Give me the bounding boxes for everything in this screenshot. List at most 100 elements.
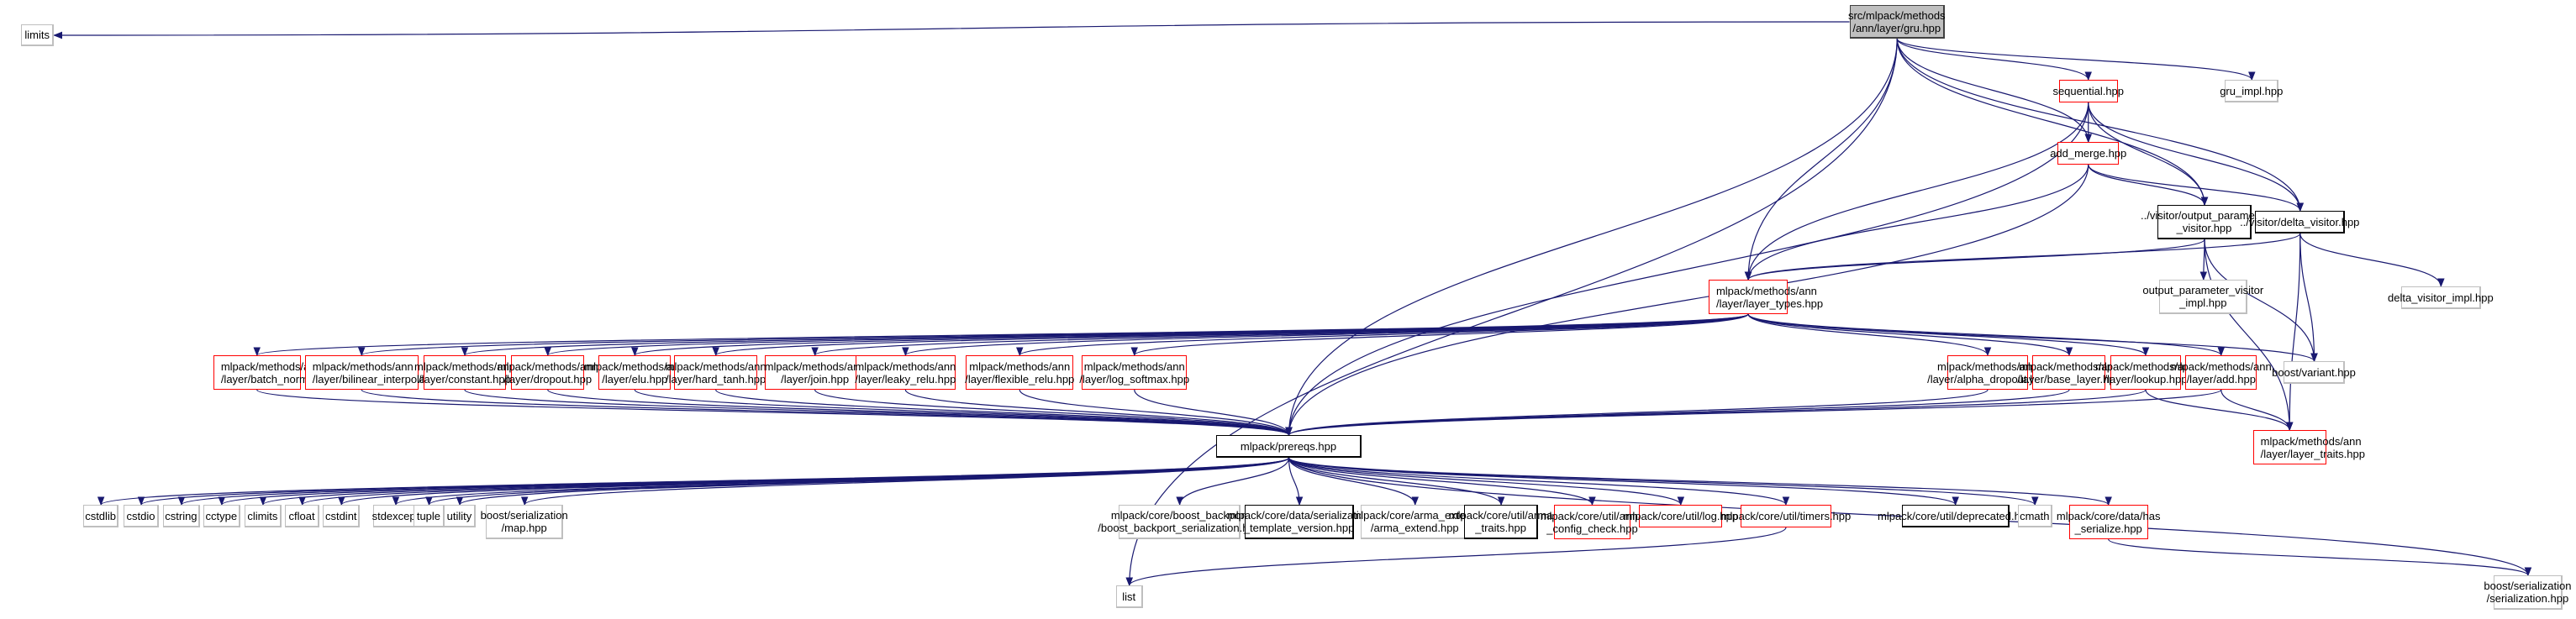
node-cmath: cmath <box>2017 505 2053 527</box>
edge-layer_types-to-base_layer <box>1747 313 2073 357</box>
edges-layer <box>53 21 2532 587</box>
node-output-parameter-visitor[interactable]: ../visitor/output_parameter _visitor.hpp <box>2141 205 2268 239</box>
node-batch-norm[interactable]: mlpack/methods/ann /layer/batch_norm.hpp <box>213 355 329 390</box>
edge-timers-to-list <box>1125 527 1787 587</box>
edge-sequential-to-layer_types <box>1744 102 2089 281</box>
edge-alpha_dropout-to-prereqs <box>1285 389 1989 437</box>
edge-elu-to-prereqs <box>634 389 1293 437</box>
edge-prereqs-to-utility <box>456 457 1290 506</box>
edge-base_layer-to-prereqs <box>1285 389 2070 437</box>
node-join[interactable]: mlpack/methods/ann /layer/join.hpp <box>765 355 866 390</box>
node-layer-types[interactable]: mlpack/methods/ann /layer/layer_types.hp… <box>1708 280 1823 314</box>
edge-sequential-to-delta_visitor <box>2088 102 2305 212</box>
node-delta-visitor-impl: delta_visitor_impl.hpp <box>2388 286 2494 309</box>
node-cfloat: cfloat <box>284 505 320 527</box>
node-boost-backport-serialization: mlpack/core/boost_backport /boost_backpo… <box>1098 505 1261 539</box>
edge-layer_types-to-hard_tanh <box>712 313 1749 357</box>
edge-prereqs-to-arma_extend <box>1288 457 1420 506</box>
node-leaky-relu[interactable]: mlpack/methods/ann /layer/leaky_relu.hpp <box>855 355 956 390</box>
node-dropout[interactable]: mlpack/methods/ann /layer/dropout.hpp <box>498 355 598 390</box>
edge-gru-to-add_merge <box>1896 38 2093 144</box>
edge-prereqs-to-deprecated <box>1288 457 1959 506</box>
node-tuple: tuple <box>414 505 445 527</box>
edge-constant-to-prereqs <box>464 389 1293 437</box>
edge-prereqs-to-cstdint <box>338 457 1290 506</box>
edge-add_merge-to-output_visitor <box>2088 164 2209 207</box>
node-arma-traits[interactable]: mlpack/core/util/arma _traits.hpp <box>1449 505 1552 539</box>
edge-sequential-to-output_visitor <box>2088 102 2209 207</box>
node-climits: climits <box>244 505 282 527</box>
edge-gru-to-prereqs <box>1285 38 1898 437</box>
node-cstring: cstring <box>162 505 200 527</box>
edge-add_merge-to-delta_visitor <box>2088 164 2304 212</box>
node-bilinear-interpolation[interactable]: mlpack/methods/ann /layer/bilinear_inter… <box>304 355 464 390</box>
edge-output_visitor-to-layer_traits <box>2204 239 2294 432</box>
edge-hard_tanh-to-prereqs <box>715 389 1293 437</box>
node-deprecated[interactable]: mlpack/core/util/deprecated.hpp <box>1878 505 2032 527</box>
edge-add_merge-to-prereqs <box>1285 164 2089 437</box>
node-flexible-relu[interactable]: mlpack/methods/ann /layer/flexible_relu.… <box>965 355 1074 390</box>
node-log-softmax[interactable]: mlpack/methods/ann /layer/log_softmax.hp… <box>1079 355 1189 390</box>
edge-prereqs-to-arma_traits <box>1288 457 1505 506</box>
edge-add-to-layer_traits <box>2220 389 2294 432</box>
edge-layer_types-to-leaky_relu <box>902 313 1749 357</box>
edge-gru-to-list <box>1125 38 1898 587</box>
edge-dropout-to-prereqs <box>547 389 1293 437</box>
edge-layer_types-to-join <box>811 313 1749 357</box>
node-delta-visitor[interactable]: ../visitor/delta_visitor.hpp <box>2240 211 2359 233</box>
edge-log_softmax-to-prereqs <box>1134 389 1293 437</box>
edge-delta_visitor-to-variant <box>2299 233 2318 363</box>
node-cctype: cctype <box>203 505 240 527</box>
edge-sequential-to-prereqs <box>1285 102 2089 437</box>
edge-layer_types-to-dropout <box>544 313 1749 357</box>
node-sequential[interactable]: sequential.hpp <box>2052 80 2124 102</box>
edge-gru-to-delta_visitor <box>1896 38 2305 212</box>
edge-gru-to-limits <box>53 21 1850 39</box>
edge-leaky_relu-to-prereqs <box>904 389 1293 437</box>
edge-layer_types-to-flexible_relu <box>1016 313 1749 357</box>
edge-prereqs-to-ser_template <box>1288 457 1304 506</box>
edge-layer_types-to-batch_norm <box>254 313 1749 357</box>
node-gru-impl: gru_impl.hpp <box>2220 80 2283 102</box>
node-boost-serialization-map: boost/serialization /map.hpp <box>481 505 568 539</box>
edge-gru-to-layer_types <box>1744 38 1898 281</box>
node-arma-config-check[interactable]: mlpack/core/util/arma _config_check.hpp <box>1541 505 1644 539</box>
node-timers[interactable]: mlpack/core/util/timers.hpp <box>1721 505 1851 527</box>
node-lookup[interactable]: mlpack/methods/ann /layer/lookup.hpp <box>2095 355 2196 390</box>
edge-layer_types-to-variant <box>1747 313 2318 363</box>
node-add-merge[interactable]: add_merge.hpp <box>2050 142 2126 165</box>
node-hard-tanh[interactable]: mlpack/methods/ann /layer/hard_tanh.hpp <box>666 355 766 390</box>
edge-layer_types-to-log_softmax <box>1130 313 1749 357</box>
edge-add-to-prereqs <box>1285 389 2222 437</box>
node-constant[interactable]: mlpack/methods/ann /layer/constant.hpp <box>414 355 515 390</box>
node-prereqs[interactable]: mlpack/prereqs.hpp <box>1216 435 1362 458</box>
node-cstdlib: cstdlib <box>83 505 119 527</box>
node-cstdint: cstdint <box>323 505 361 527</box>
edge-gru-to-gru_impl <box>1896 38 2256 81</box>
edge-layer_types-to-alpha_dropout <box>1747 313 1992 357</box>
edge-prereqs-to-arma_config <box>1288 457 1596 506</box>
node-has-serialize[interactable]: mlpack/core/data/has _serialize.hpp <box>2057 505 2160 539</box>
edge-lookup-to-layer_traits <box>2145 389 2294 432</box>
node-base-layer[interactable]: mlpack/methods/ann /layer/base_layer.hpp <box>2017 355 2121 390</box>
node-serialization-template-version[interactable]: mlpack/core/data/serialization _template… <box>1227 505 1371 539</box>
edge-layer_types-to-bilinear <box>358 313 1749 357</box>
edge-delta_visitor-to-delta_visitor_impl <box>2299 233 2445 288</box>
node-elu[interactable]: mlpack/methods/ann /layer/elu.hpp <box>584 355 685 390</box>
node-boost-serialization: boost/serialization /serialization.hpp <box>2484 575 2571 610</box>
edge-layer_types-to-add <box>1747 313 2225 357</box>
edge-has_serialize-to-ser_serialization <box>2108 538 2532 577</box>
node-layer-traits[interactable]: mlpack/methods/ann /layer/layer_traits.h… <box>2252 430 2365 464</box>
node-limits: limits <box>21 24 55 46</box>
node-list: list <box>1115 585 1143 608</box>
node-log[interactable]: mlpack/core/util/log.hpp <box>1624 505 1738 527</box>
node-utility: utility <box>443 505 476 527</box>
edge-prereqs-to-has_serialize <box>1288 457 2112 506</box>
edge-lookup-to-prereqs <box>1285 389 2147 437</box>
edge-batch_norm-to-prereqs <box>256 389 1293 437</box>
edge-bilinear-to-prereqs <box>361 389 1293 437</box>
node-add[interactable]: mlpack/methods/ann /layer/add.hpp <box>2171 355 2272 390</box>
node-alpha-dropout[interactable]: mlpack/methods/ann /layer/alpha_dropout.… <box>1927 355 2048 390</box>
edge-output_visitor-to-variant <box>2204 239 2318 363</box>
